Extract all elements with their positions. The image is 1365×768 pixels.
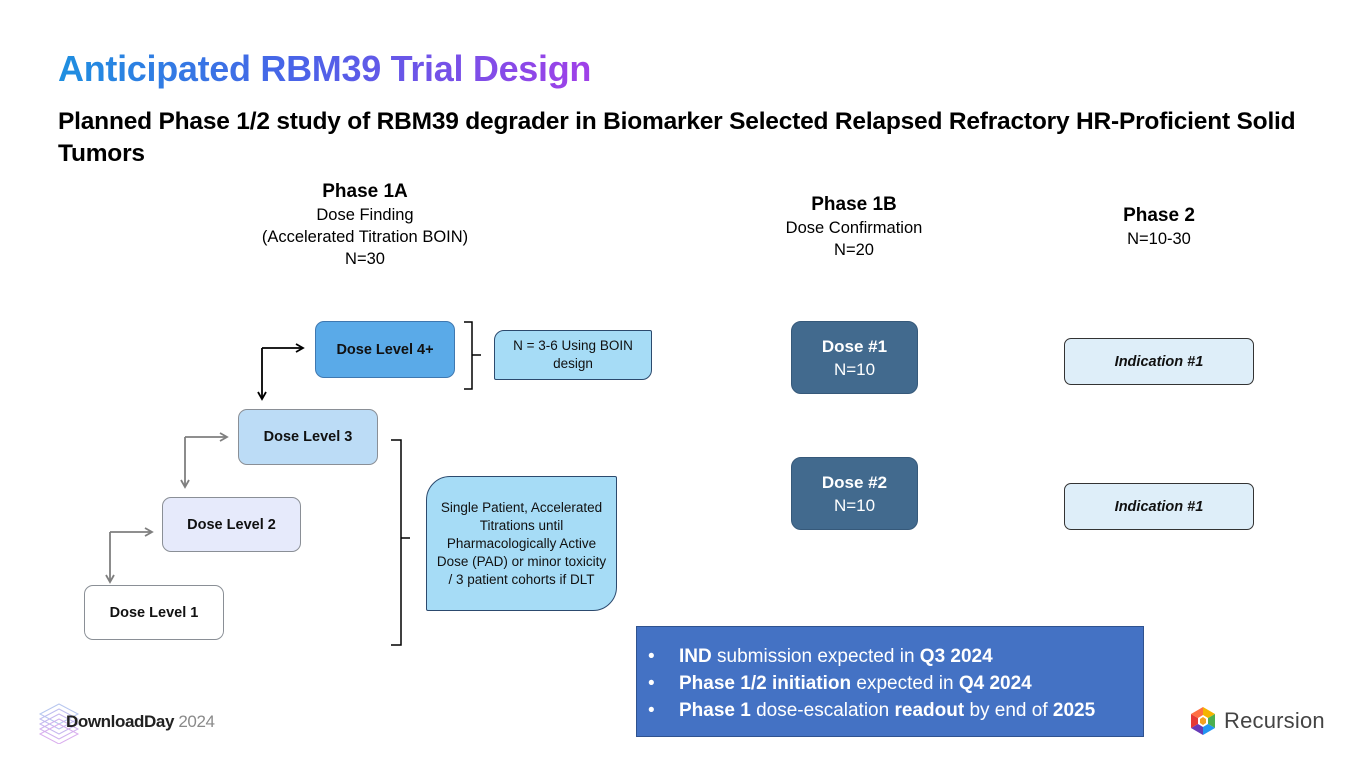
bullet-icon: • [648, 700, 655, 721]
milestone-bold-text: Q3 2024 [919, 646, 993, 667]
dose-level-1-box: Dose Level 1 [84, 585, 224, 640]
phase-1b-dose-1-box: Dose #1 N=10 [791, 321, 918, 394]
phase-2-indication-2-box: Indication #1 [1064, 483, 1254, 530]
dose-level-2-box: Dose Level 2 [162, 497, 301, 552]
slide-title: Anticipated RBM39 Trial Design [58, 48, 592, 89]
bullet-icon: • [648, 673, 655, 694]
milestone-text: by end of [964, 700, 1053, 721]
boin-design-note: N = 3-6 Using BOIN design [494, 330, 652, 380]
milestone-bold-text: 2025 [1052, 700, 1096, 721]
phase-2-title: Phase 2 [1123, 205, 1195, 226]
milestone-bold-text: Phase 1 [679, 700, 751, 721]
dose-level-4-box: Dose Level 4+ [315, 321, 455, 378]
bracket-dose-level-4 [464, 321, 481, 390]
milestone-text: dose-escalation [750, 700, 895, 721]
recursion-logo: Recursion [1189, 706, 1325, 736]
milestone-text: expected in [851, 673, 959, 694]
milestones-list: • IND submission expected in Q3 2024 • P… [645, 643, 1143, 724]
phase-1a-line: Dose Finding [316, 206, 414, 224]
milestones-callout: • IND submission expected in Q3 2024 • P… [636, 626, 1144, 737]
downloadday-logo: DownloadDay 2024 [38, 700, 215, 744]
recursion-hexagon-icon [1191, 707, 1215, 735]
dose-n: N=10 [833, 359, 876, 379]
dose-level-3-box: Dose Level 3 [238, 409, 378, 465]
company-name: Recursion [1224, 708, 1325, 733]
bullet-icon: • [648, 646, 655, 667]
arrow-dl1-dl2 [105, 527, 154, 584]
phase-1b-line: N=20 [834, 241, 874, 259]
event-year: 2024 [178, 712, 215, 731]
milestone-text: submission expected in [711, 646, 920, 667]
milestone-bold-text: Q4 2024 [958, 673, 1032, 694]
phase-1b-title: Phase 1B [811, 194, 897, 215]
milestone-item: • IND submission expected in Q3 2024 [645, 643, 1143, 670]
phase-1b-line: Dose Confirmation [785, 219, 923, 237]
bracket-dose-levels-1-3 [391, 439, 410, 646]
event-name: DownloadDay [66, 712, 175, 731]
dose-name: Dose #1 [821, 336, 888, 356]
phase-1a-line: (Accelerated Titration BOIN) [261, 228, 469, 246]
dose-name: Dose #2 [821, 472, 888, 492]
downloadday-stack-icon [38, 703, 80, 744]
downloadday-wordmark: DownloadDay 2024 [66, 712, 215, 732]
phase-2-indication-1-box: Indication #1 [1064, 338, 1254, 385]
phase-1b-header: Phase 1B Dose Confirmation N=20 [754, 193, 954, 261]
accelerated-titration-note: Single Patient, Accelerated Titrations u… [426, 476, 617, 611]
arrow-dl2-dl3 [180, 432, 229, 489]
dose-n: N=10 [833, 495, 876, 515]
phase-1a-title: Phase 1A [322, 181, 408, 202]
milestone-item: • Phase 1 dose-escalation readout by end… [645, 697, 1143, 724]
milestone-bold-text: IND [679, 646, 712, 667]
milestone-bold-text: readout [894, 700, 965, 721]
milestone-bold-text: Phase 1/2 initiation [679, 673, 852, 694]
slide-subtitle: Planned Phase 1/2 study of RBM39 degrade… [58, 108, 1296, 167]
phase-2-line: N=10-30 [1127, 230, 1191, 248]
phase-1a-header: Phase 1A Dose Finding (Accelerated Titra… [230, 180, 500, 270]
phase-2-header: Phase 2 N=10-30 [1079, 204, 1239, 250]
milestone-item: • Phase 1/2 initiation expected in Q4 20… [645, 670, 1143, 697]
phase-1b-dose-2-box: Dose #2 N=10 [791, 457, 918, 530]
phase-1a-line: N=30 [345, 250, 385, 268]
arrow-dl3-dl4 [257, 343, 305, 401]
